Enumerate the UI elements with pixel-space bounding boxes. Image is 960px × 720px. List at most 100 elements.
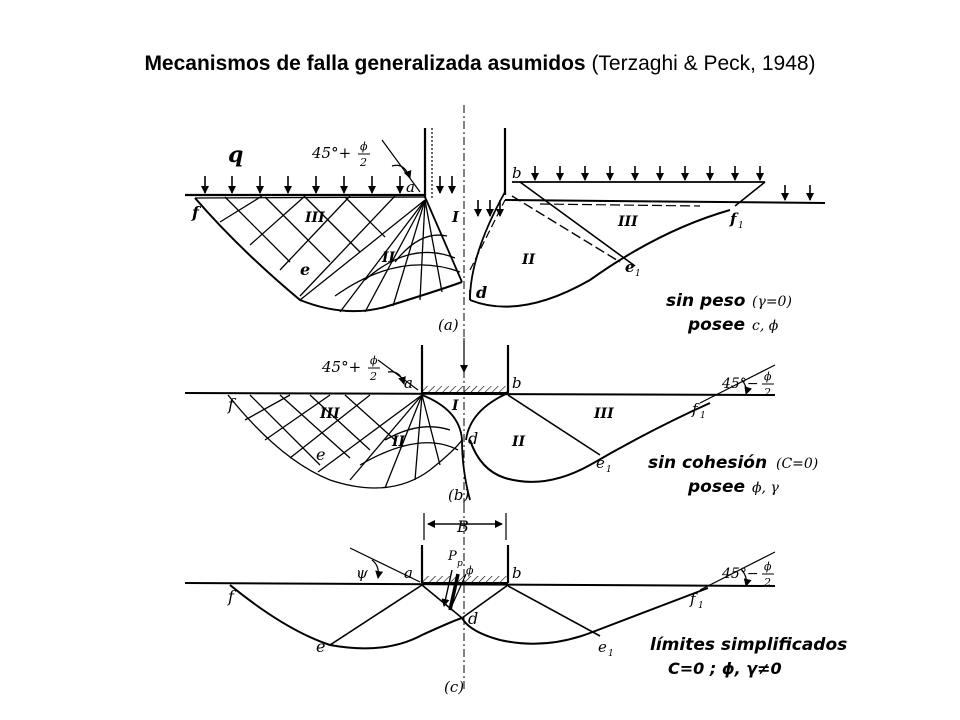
zone-II-fan-b bbox=[349, 394, 471, 501]
point-b-b: b bbox=[512, 374, 522, 392]
zone-III-r-label-a: III bbox=[617, 214, 638, 230]
point-f1-a: f bbox=[729, 210, 739, 228]
title-citation: (Terzaghi & Peck, 1948) bbox=[585, 52, 816, 75]
angle-frac-den-b: 2 bbox=[369, 370, 377, 383]
pp-label: P bbox=[447, 549, 457, 564]
point-e-c: e bbox=[316, 637, 325, 656]
caption-a: (a) bbox=[438, 316, 459, 334]
point-d-b: d bbox=[468, 429, 478, 448]
slip-surface-right-a bbox=[469, 209, 731, 308]
line-f1-a bbox=[734, 181, 766, 207]
note-b-line2-sym: ϕ, γ bbox=[752, 480, 779, 496]
zone-III-grid-a bbox=[194, 195, 426, 301]
note-a-line2-sym: c, ϕ bbox=[752, 318, 779, 334]
angle-ray-b-right bbox=[699, 364, 776, 404]
point-d-c: d bbox=[468, 609, 478, 628]
label-q: q bbox=[228, 142, 243, 168]
wedge-arc-right-a bbox=[469, 191, 506, 301]
note-a-line1-sym: (γ=0) bbox=[752, 294, 792, 310]
angle-label-c-right: 45°− bbox=[721, 566, 759, 582]
panel-c bbox=[184, 505, 776, 690]
point-b-a: b bbox=[512, 164, 522, 182]
ground-line-right bbox=[504, 199, 826, 204]
note-c-line2: C=0 ; ϕ, γ≠0 bbox=[668, 659, 782, 678]
slip-surface-right-b bbox=[469, 402, 711, 483]
angle-label-b-right: 45°− bbox=[721, 376, 759, 392]
angle-arc-a bbox=[391, 164, 412, 179]
point-f1-sub-b: 1 bbox=[700, 411, 706, 421]
panel-b bbox=[184, 338, 776, 510]
point-f-c: f bbox=[227, 587, 237, 606]
angle-frac-num-a: ϕ bbox=[360, 140, 368, 153]
slip-surface-left-c bbox=[229, 584, 463, 650]
angle-label-a: 45°+ bbox=[311, 144, 351, 162]
zone-III-grid-b bbox=[227, 394, 463, 489]
point-a-b: a bbox=[404, 374, 413, 392]
dashed-line-a1 bbox=[511, 195, 621, 263]
zone-III-label-b: III bbox=[319, 406, 340, 422]
zone-I-label-b: I bbox=[451, 398, 459, 414]
point-e1-sub-b: 1 bbox=[606, 465, 612, 475]
psi-label: ψ bbox=[356, 564, 368, 582]
zone-II-label-a: II bbox=[381, 250, 396, 266]
point-e-b: e bbox=[316, 445, 325, 464]
zone-II-r-label-b: II bbox=[511, 434, 526, 450]
panel-b-labels: 45°+ ϕ 2 a b f e d e 1 f 1 III II I II I… bbox=[227, 354, 818, 504]
zone-II-fan-a bbox=[334, 199, 461, 313]
caption-b: (b) bbox=[448, 486, 469, 504]
phi-label-c: ϕ bbox=[466, 564, 474, 577]
panel-a-labels: q 45°+ ϕ 2 a b f e d e 1 f 1 III II I II… bbox=[191, 140, 792, 335]
point-f1-b: f bbox=[691, 400, 700, 418]
angle-arc-b bbox=[387, 371, 406, 385]
dashed-line-a2 bbox=[539, 203, 701, 207]
wedge-line-left-a bbox=[424, 196, 463, 283]
load-arrows-left bbox=[201, 176, 504, 217]
angle-frac-den-a: 2 bbox=[359, 156, 367, 169]
note-c-line1: límites simplificados bbox=[650, 635, 847, 655]
angle-label-b: 45°+ bbox=[321, 358, 361, 376]
angle-r-num-c: ϕ bbox=[764, 560, 772, 573]
ground-line-c bbox=[184, 582, 776, 587]
pp-force-arrow bbox=[448, 573, 460, 611]
angle-r-den-b: 2 bbox=[763, 386, 771, 399]
point-f1-sub-a: 1 bbox=[738, 221, 744, 231]
wedge-dashed-a bbox=[469, 199, 506, 271]
angle-frac-num-b: ϕ bbox=[370, 354, 378, 367]
point-a-c: a bbox=[404, 564, 413, 582]
footing-base-hatch-b bbox=[422, 386, 508, 393]
zone-II-r-label-a: II bbox=[521, 252, 536, 268]
point-e1-b: e bbox=[596, 454, 605, 472]
line-b-e1 bbox=[519, 181, 636, 267]
width-label-B: B bbox=[456, 517, 469, 536]
angle-r-den-c: 2 bbox=[763, 576, 771, 589]
point-e-a: e bbox=[300, 260, 310, 279]
slip-surface-left-a bbox=[194, 197, 463, 313]
title-bold: Mecanismos de falla generalizada asumido… bbox=[144, 52, 586, 75]
point-f1-c: f bbox=[689, 590, 698, 608]
note-a-line1: sin peso bbox=[666, 291, 746, 311]
point-e1-a: e bbox=[625, 258, 635, 276]
load-arrows-right bbox=[531, 166, 814, 201]
point-e1-c: e bbox=[598, 638, 607, 656]
point-f-a: f bbox=[191, 203, 202, 222]
zone-III-label-a: III bbox=[304, 210, 325, 226]
slip-surface-right-c bbox=[461, 587, 709, 645]
point-f-b: f bbox=[227, 395, 237, 414]
panel-c-labels: B ψ P p ϕ a b f e d e 1 f 1 45°− ϕ 2 (c)… bbox=[227, 517, 847, 696]
zone-III-r-label-b: III bbox=[593, 406, 614, 422]
point-f1-sub-c: 1 bbox=[698, 601, 704, 611]
angle-r-num-b: ϕ bbox=[764, 370, 772, 383]
zone-II-label-b: II bbox=[391, 434, 406, 450]
panel-a bbox=[185, 105, 826, 340]
note-b-line1-sym: (C=0) bbox=[776, 456, 818, 472]
point-a-a: a bbox=[406, 178, 415, 196]
zone-I-label-a: I bbox=[451, 208, 460, 226]
slide-title: Mecanismos de falla generalizada asumido… bbox=[0, 52, 960, 76]
point-d-a: d bbox=[476, 283, 487, 302]
note-b-line1: sin cohesión bbox=[648, 453, 767, 473]
point-e1-sub-a: 1 bbox=[635, 269, 641, 279]
note-b-line2: posee bbox=[687, 477, 745, 497]
note-a-line2: posee bbox=[687, 315, 745, 335]
